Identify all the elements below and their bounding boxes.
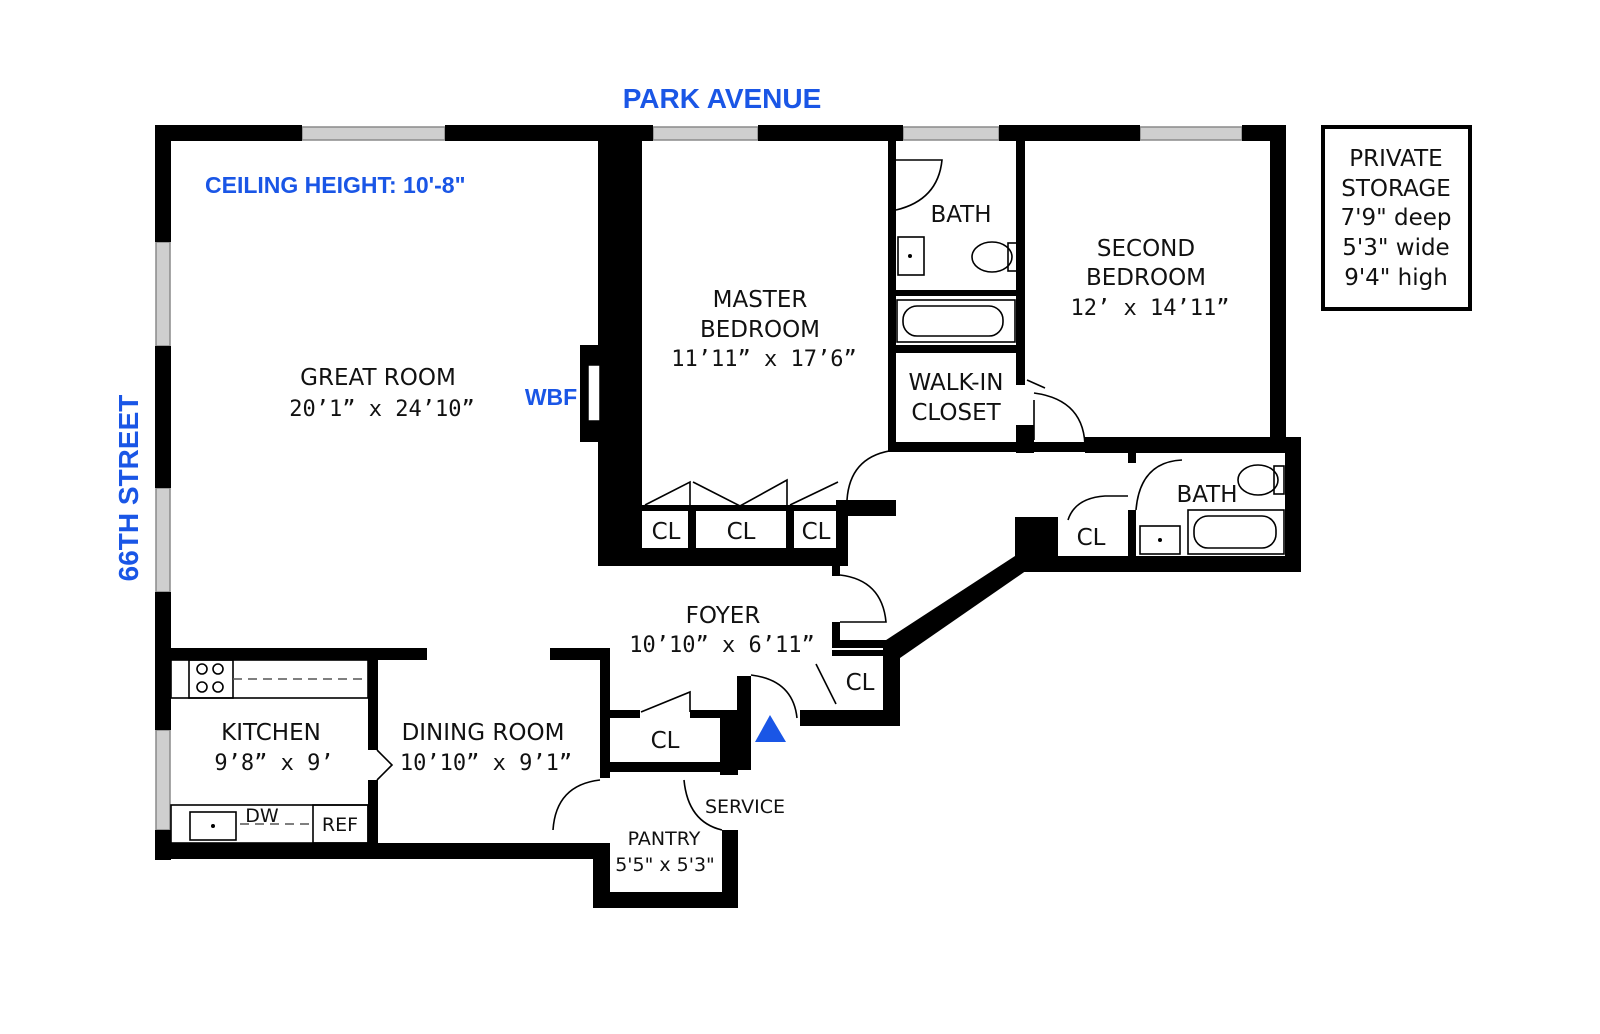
second-bedroom-name-1: SECOND: [1097, 236, 1195, 262]
master-bedroom-name-2: BEDROOM: [700, 317, 820, 343]
storage-box: [1321, 125, 1472, 311]
fireplace-label: WBF: [525, 384, 577, 410]
ceiling-height: CEILING HEIGHT: 10'-8": [205, 172, 465, 198]
entry-triangle-icon: [755, 715, 786, 742]
pantry-dims: 5'5" x 5'3": [615, 854, 715, 876]
master-bath-name: BATH: [930, 202, 991, 228]
closet-label: CL: [802, 519, 831, 545]
closet-label: CL: [846, 670, 875, 696]
closet-label: CL: [1077, 525, 1106, 551]
doors: [376, 159, 1183, 831]
kitchen-name: KITCHEN: [221, 720, 321, 746]
service-label: SERVICE: [705, 796, 785, 818]
dishwasher-label: DW: [245, 805, 279, 827]
storage-line-5: 9'4" high: [1344, 265, 1448, 291]
closet-label: CL: [727, 519, 756, 545]
pantry-name: PANTRY: [628, 828, 701, 850]
foyer-name: FOYER: [686, 603, 761, 629]
dining-room-name: DINING ROOM: [402, 720, 565, 746]
street-left: 66TH STREET: [113, 395, 144, 582]
walk-in-closet-name-2: CLOSET: [911, 400, 1001, 426]
master-bedroom-dims: 11’11” x 17’6”: [671, 347, 856, 372]
second-bedroom-dims: 12’ x 14’11”: [1071, 296, 1230, 321]
second-bedroom-name-2: BEDROOM: [1086, 265, 1206, 291]
dining-room-dims: 10’10” x 9’1”: [400, 751, 572, 776]
storage-line-4: 5'3" wide: [1342, 235, 1449, 261]
master-bedroom-name-1: MASTER: [713, 287, 808, 313]
kitchen-dims: 9’8” x 9’: [214, 751, 333, 776]
foyer-dims: 10’10” x 6’11”: [629, 633, 814, 658]
fixtures: [170, 236, 1285, 844]
storage-line-3: 7'9" deep: [1341, 205, 1452, 231]
storage-line-2: STORAGE: [1341, 176, 1451, 202]
walls: [155, 125, 1301, 908]
storage-line-1: PRIVATE: [1349, 146, 1442, 172]
closet-label: CL: [651, 728, 680, 754]
closet-label: CL: [652, 519, 681, 545]
second-bath-name: BATH: [1176, 482, 1237, 508]
great-room-dims: 20’1” x 24’10”: [289, 397, 474, 422]
walk-in-closet-name-1: WALK-IN: [909, 370, 1004, 396]
refrigerator-label: REF: [322, 814, 358, 836]
great-room-name: GREAT ROOM: [300, 365, 456, 391]
street-top: PARK AVENUE: [623, 83, 822, 114]
